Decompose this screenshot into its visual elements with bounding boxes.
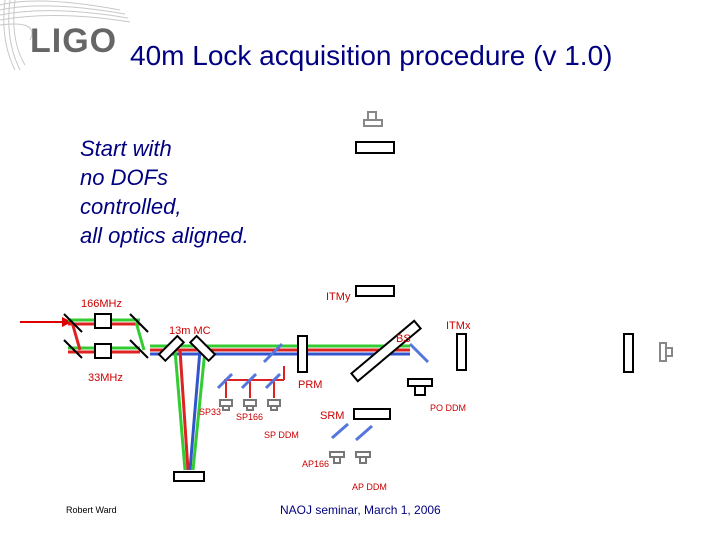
label-itmy: ITMy: [326, 291, 351, 303]
laser-arrow-icon: [62, 317, 72, 327]
po-detector-icon: [407, 378, 433, 396]
etmy-optic: [355, 141, 395, 154]
ap-pickoff-mirrors: [331, 422, 373, 442]
label-33mhz: 33MHz: [88, 372, 123, 384]
label-sp166: SP166: [236, 412, 264, 422]
prm-optic: [297, 335, 308, 373]
ap-photodetector-icons: [329, 451, 371, 464]
mode-cleaner-beams: [173, 349, 207, 471]
page-title: 40m Lock acquisition procedure (v 1.0): [130, 40, 613, 71]
header-bar: LIGO: [0, 0, 720, 100]
itmx-optic: [456, 333, 467, 371]
sp-pickoff-beams: [224, 366, 285, 398]
intro-text: Start with no DOFs controlled, all optic…: [80, 134, 249, 250]
sp-pickoff-mirrors: [216, 342, 284, 390]
logo-swoosh-icon: [0, 0, 131, 71]
label-ap166: AP166: [302, 459, 330, 469]
author: Robert Ward: [66, 505, 117, 515]
label-bs: BS: [396, 333, 411, 345]
label-srm: SRM: [320, 410, 345, 422]
transmission-detector-icon: [659, 342, 673, 362]
intro-line: controlled,: [80, 194, 182, 219]
footer-event: NAOJ seminar, March 1, 2006: [280, 503, 441, 517]
intro-line: Start with: [80, 136, 172, 161]
itmy-optic: [355, 285, 395, 297]
label-sp33: SP33: [199, 407, 222, 417]
modulators: [94, 313, 112, 359]
label-po-ddm: PO DDM: [430, 403, 466, 413]
label-itmx: ITMx: [446, 320, 471, 332]
srm-optic: [353, 408, 391, 420]
logo: LIGO: [30, 22, 118, 60]
intro-line: all optics aligned.: [80, 223, 249, 248]
label-13m-mc: 13m MC: [169, 325, 211, 337]
mode-cleaner-mirrors: [157, 334, 217, 482]
modulator-mirrors: [63, 313, 149, 359]
sp-photodetector-icons: [219, 399, 281, 411]
beamsplitter-optic: [349, 319, 423, 383]
label-sp-ddm: SP DDM: [264, 430, 299, 440]
label-ap-ddm: AP DDM: [352, 482, 387, 492]
label-prm: PRM: [298, 379, 323, 391]
label-166mhz: 166MHz: [81, 298, 122, 310]
intro-line: no DOFs: [80, 165, 169, 190]
etmx-optic: [623, 333, 634, 373]
bs-pickoff-mirror: [408, 342, 430, 364]
transmission-detector-icon: [363, 111, 383, 127]
